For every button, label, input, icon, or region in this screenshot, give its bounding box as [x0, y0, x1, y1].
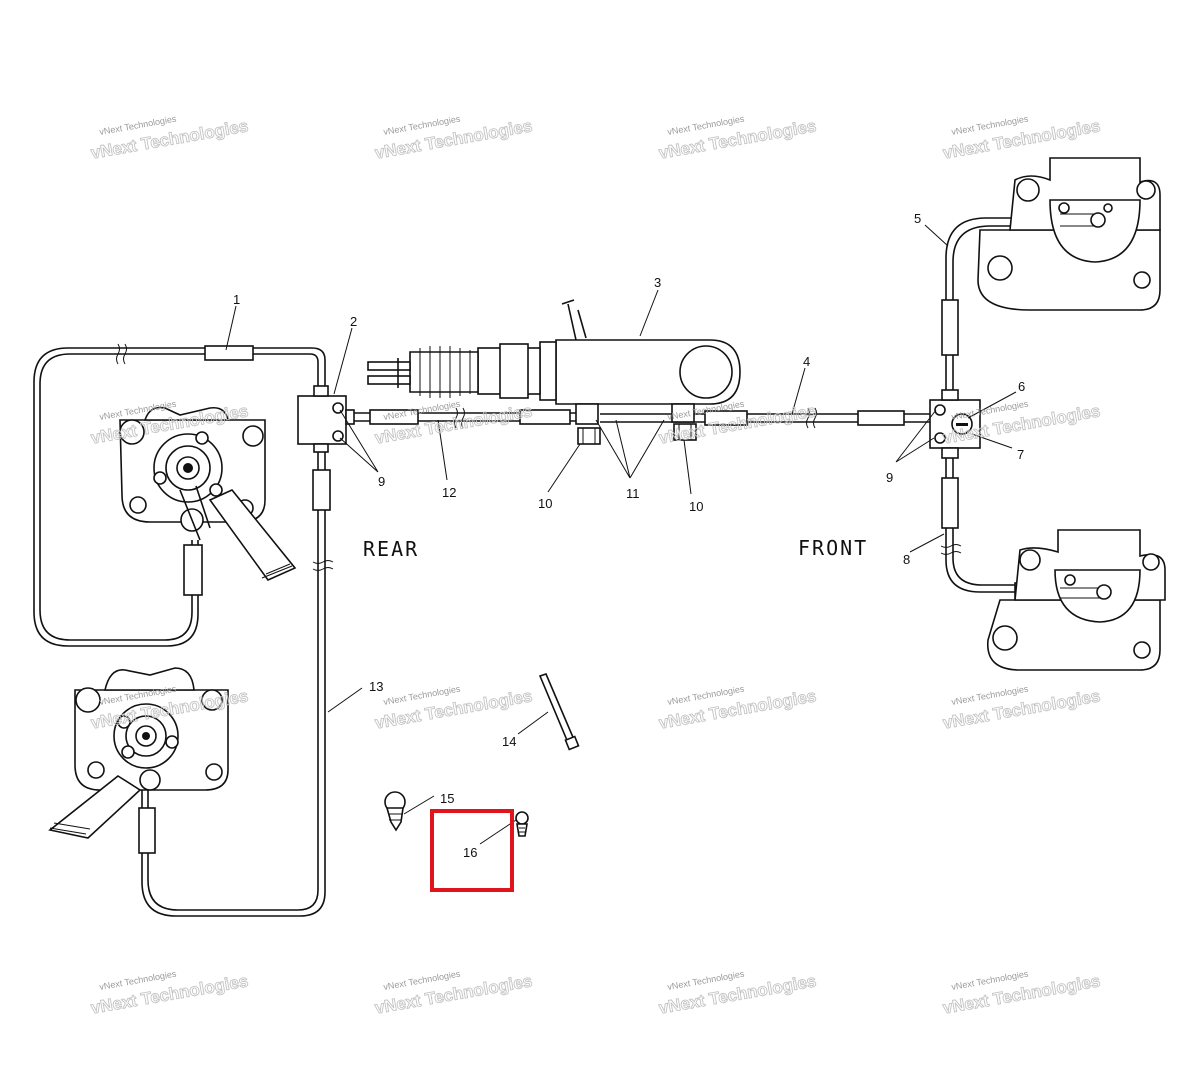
callout-3: 3: [654, 275, 661, 290]
rear-upper-caliper: [119, 406, 297, 581]
hose-fitting: [519, 409, 571, 425]
callout-numbers: 1 2 3 4 5 6 7 8 9 9 10 10 11 12 13 14 15…: [233, 211, 1025, 860]
hose-fittings: [138, 211, 1060, 854]
callout-2: 2: [350, 314, 357, 329]
rear-left-line-outer: [39, 353, 319, 641]
rear-label: REAR: [363, 537, 419, 561]
hose-fitting: [138, 807, 156, 854]
hose-fitting: [183, 544, 203, 596]
callout-12: 12: [442, 485, 456, 500]
highlight-box: [430, 809, 514, 892]
brake-pin-part-14: [538, 673, 580, 751]
hose-fitting: [857, 410, 905, 426]
callout-6: 6: [1018, 379, 1025, 394]
callout-11: 11: [626, 486, 640, 501]
front-label: FRONT: [798, 536, 868, 560]
master-cylinder: [367, 299, 741, 425]
callout-9-front: 9: [886, 470, 893, 485]
hose-fitting: [941, 477, 959, 529]
callout-10-left: 10: [538, 496, 552, 511]
callout-13: 13: [369, 679, 383, 694]
hose-fitting: [312, 469, 331, 511]
banjo-fittings: [577, 423, 697, 445]
callout-8: 8: [903, 552, 910, 567]
callout-10-right: 10: [689, 499, 703, 514]
callout-9-rear: 9: [378, 474, 385, 489]
leader-lines: [225, 224, 1017, 845]
rear-right-line-inner: [141, 450, 326, 917]
callout-1: 1: [233, 292, 240, 307]
front-junction-block: [929, 389, 981, 459]
hose-fitting: [941, 299, 959, 356]
callout-5: 5: [914, 211, 921, 226]
line-break-marks: [116, 343, 962, 571]
callout-14: 14: [502, 734, 516, 749]
rear-right-line-outer: [147, 450, 319, 911]
rear-left-line-inner: [33, 347, 326, 647]
bleed-cap-part-16: [515, 811, 529, 837]
bleed-screw-part-15: [384, 791, 406, 832]
callout-7: 7: [1017, 447, 1024, 462]
callout-4: 4: [803, 354, 810, 369]
hose-fitting: [369, 409, 419, 425]
hose-fitting: [204, 345, 254, 361]
front-lower-caliper: [987, 529, 1166, 671]
callout-15: 15: [440, 791, 454, 806]
hose-fitting: [704, 410, 748, 426]
front-upper-caliper: [977, 157, 1161, 311]
rear-junction-block: [297, 385, 355, 453]
rear-lower-caliper: [48, 667, 229, 839]
callout-16: 16: [463, 845, 477, 860]
